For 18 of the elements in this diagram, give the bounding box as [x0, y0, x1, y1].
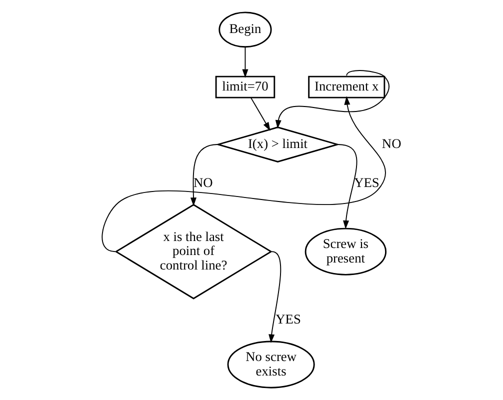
node-diamond: I(x) > limit — [216, 126, 340, 162]
edge-label: NO — [382, 136, 402, 152]
node-ellipse: Begin — [218, 12, 272, 48]
node-box: limit=70 — [215, 76, 276, 98]
arrow — [338, 144, 358, 230]
arrow — [242, 46, 248, 78]
arrow — [102, 96, 386, 252]
edge-label: YES — [354, 174, 380, 190]
arrow — [268, 251, 282, 343]
node-ellipse: No screw exists — [227, 340, 315, 388]
edge-label: NO — [193, 174, 213, 190]
arrow — [190, 144, 218, 206]
node-ellipse: Screw is present — [304, 228, 387, 276]
edge-label: YES — [276, 312, 301, 327]
node-diamond: x is the last point of control line? — [114, 204, 272, 300]
arrow — [275, 70, 390, 129]
node-box: Increment x — [308, 76, 386, 98]
arrow — [250, 97, 270, 131]
